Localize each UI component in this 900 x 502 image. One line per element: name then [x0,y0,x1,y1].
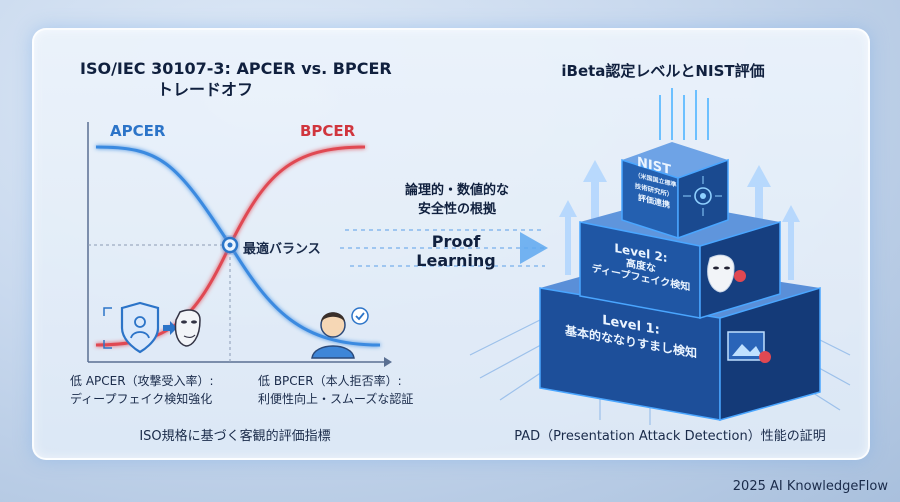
rationale-note: 論理的・数値的な 安全性の根拠 [392,181,522,219]
pad-bottom-caption: PAD（Presentation Attack Detection）性能の証明 [514,429,826,444]
bpcer-caption: 低 BPCER（本人拒否率）: 利便性向上・スムーズな認証 [258,372,428,408]
light-beams [659,88,709,140]
apcer-caption-line2: ディープフェイク検知強化 [70,392,213,406]
tradeoff-title: ISO/IEC 30107-3: APCER vs. BPCER トレードオフ [80,58,392,100]
nist-block [621,142,729,240]
proof-arrow [340,229,548,267]
apcer-caption: 低 APCER（攻撃受入率）: ディープフェイク検知強化 [70,372,270,408]
shield-face-icon [103,301,160,354]
apcer-label: APCER [110,122,166,140]
footer-credit: 2025 AI KnowledgeFlow [732,479,888,494]
user-check-icon [311,307,369,359]
tradeoff-title-line2: トレードオフ [156,80,253,99]
bpcer-label: BPCER [300,122,356,140]
balance-label: 最適バランス [243,242,321,257]
alert-icon [759,351,771,363]
apcer-caption-line1: 低 APCER（攻撃受入率）: [70,374,214,388]
chip-icon [683,176,722,216]
ibeta-title: iBeta認定レベルとNIST評価 [561,62,765,80]
bpcer-caption-line1: 低 BPCER（本人拒否率）: [258,374,402,388]
tradeoff-title-line1: ISO/IEC 30107-3: APCER vs. BPCER [80,59,392,78]
bpcer-caption-line2: 利便性向上・スムーズな認証 [258,392,414,406]
proof-line1: Proof [431,232,481,251]
iso-bottom-caption: ISO規格に基づく客観的評価指標 [139,429,331,444]
rationale-line2: 安全性の根拠 [417,202,496,217]
x-axis-arrow [384,357,392,367]
proof-learning-label: Proof Learning [396,232,516,270]
proof-line2: Learning [416,251,496,270]
mask-icon [174,309,201,347]
rationale-line1: 論理的・数値的な [404,183,509,198]
